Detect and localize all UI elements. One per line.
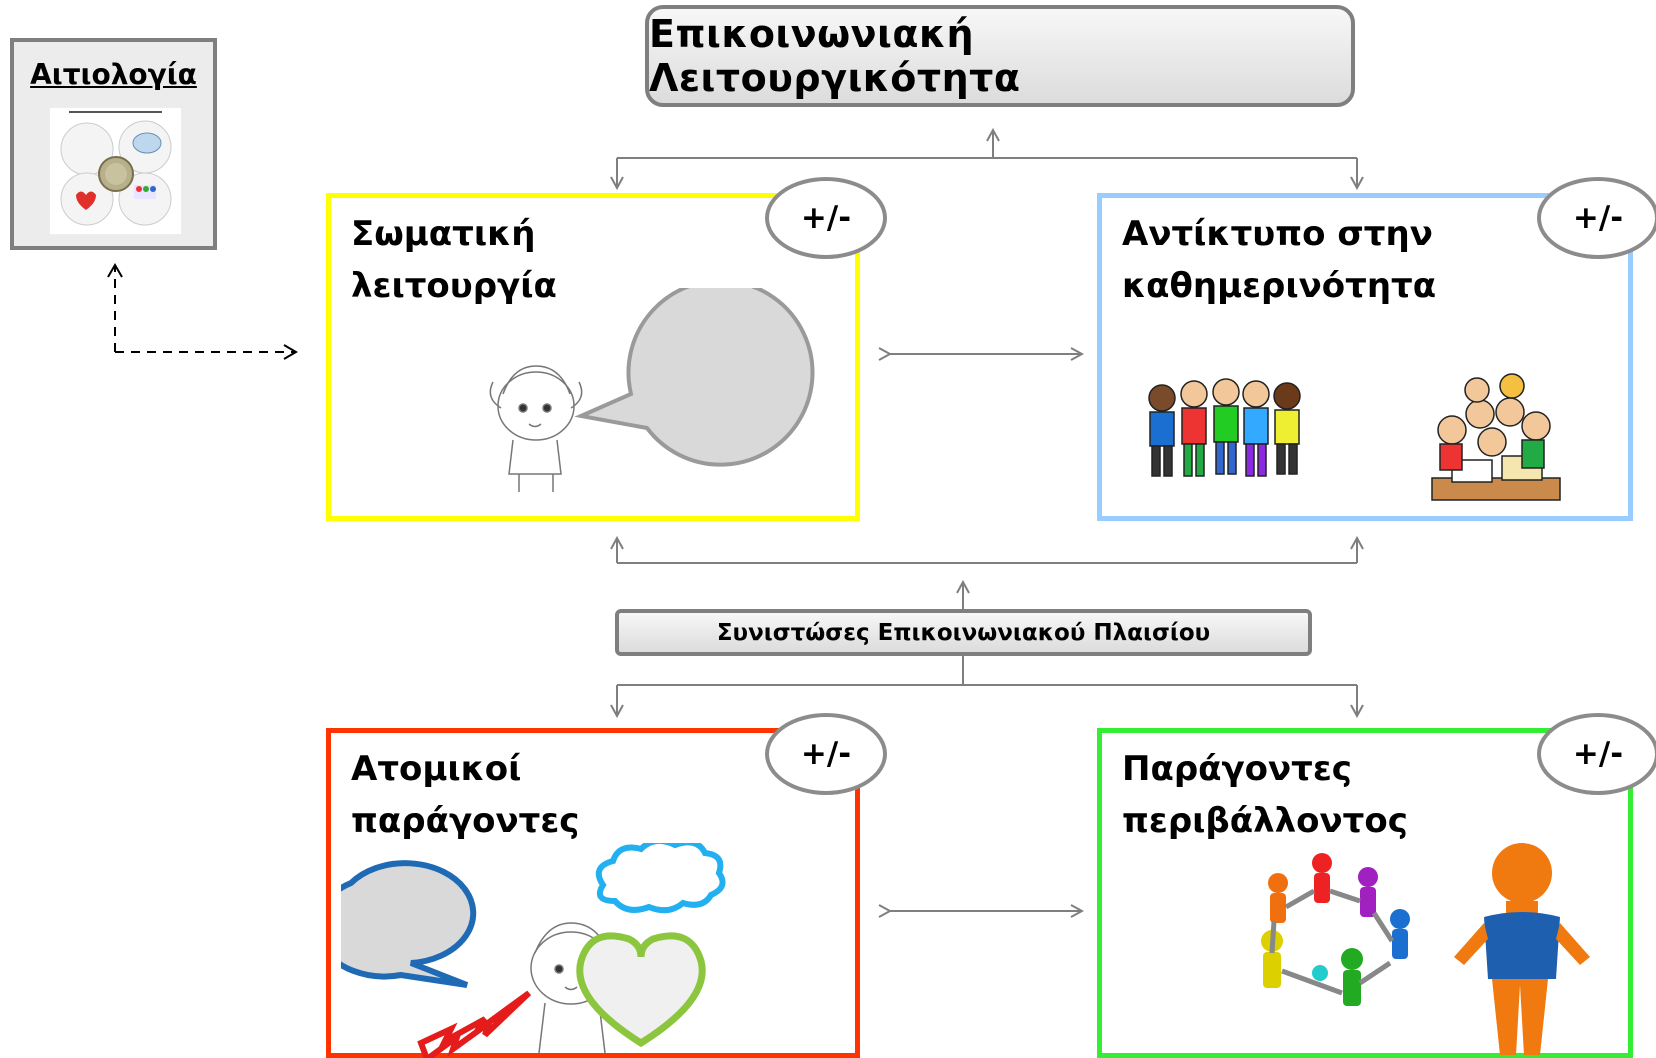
context-box: Συνιστώσες Επικοινωνιακού Πλαισίου [615, 609, 1312, 656]
badge-physical: +/- [765, 177, 887, 259]
children-group-illustration [1148, 373, 1561, 501]
panel-physical-function: Σωματική λειτουργία [326, 193, 860, 521]
badge-impact: +/- [1537, 177, 1656, 259]
heart-icon [576, 932, 706, 1048]
panel-personal-factors: Ατομικοί παράγοντες [326, 728, 860, 1058]
speech-bubble-icon [574, 288, 815, 467]
child-speech-illustration [489, 288, 815, 492]
badge-personal: +/- [765, 713, 887, 795]
etiology-box: Αιτιολογία [10, 38, 217, 250]
context-box-text: Συνιστώσες Επικοινωνιακού Πλαισίου [716, 619, 1211, 646]
person-icon [1454, 843, 1590, 1055]
people-circle-icon [1261, 853, 1410, 1006]
panel-environment-title: Παράγοντες περιβάλλοντος [1122, 749, 1408, 841]
panel-personal-title: Ατομικοί παράγοντες [351, 749, 580, 841]
panel-impact-title: Αντίκτυπο στην καθημερινότητα [1122, 214, 1437, 306]
panel-physical-title: Σωματική λειτουργία [351, 214, 557, 306]
etiology-title: Αιτιολογία [30, 58, 197, 91]
badge-environment: +/- [1537, 713, 1656, 795]
lightning-icon [417, 990, 532, 1058]
etiology-model-thumbnail [48, 106, 183, 236]
personal-factors-illustration [341, 843, 726, 1058]
environment-illustration [1261, 843, 1590, 1055]
panel-environmental-factors: Παράγοντες περιβάλλοντος [1097, 728, 1633, 1058]
panel-daily-impact: Αντίκτυπο στην καθημερινότητα [1097, 193, 1633, 521]
thought-cloud-icon [595, 843, 726, 914]
title-box: Επικοινωνιακή Λειτουργικότητα [645, 5, 1355, 107]
title-text: Επικοινωνιακή Λειτουργικότητα [649, 12, 1021, 100]
speech-bubble-icon [341, 860, 477, 988]
